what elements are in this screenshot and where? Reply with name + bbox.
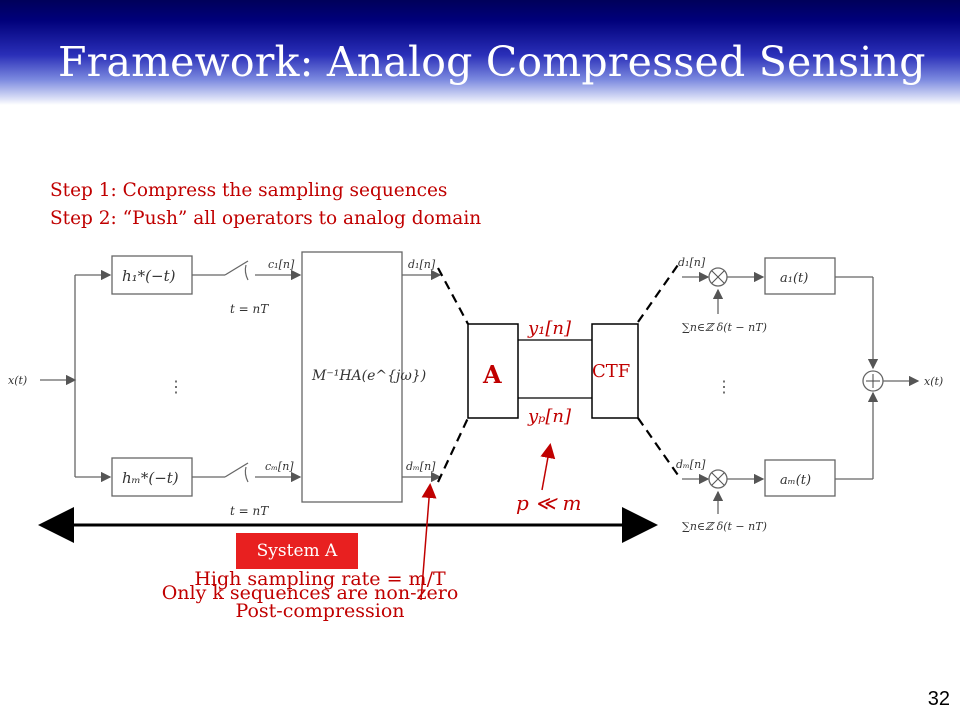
p-note-arrow xyxy=(540,443,556,491)
p-note: p ≪ m xyxy=(516,491,581,515)
page-number: 32 xyxy=(927,688,950,710)
block-a xyxy=(467,323,519,419)
block-a-label: A xyxy=(482,360,502,389)
matrix-box xyxy=(301,251,403,503)
filter-bottom-label: hₘ*(−t) xyxy=(122,469,179,487)
y-top-label: y₁[n] xyxy=(527,318,572,339)
only-k-text: Only k sequences are non-zero xyxy=(161,582,459,604)
a-bottom-label: aₘ(t) xyxy=(780,473,811,488)
filter-top-label: h₁*(−t) xyxy=(122,267,176,285)
block-ctf-label: CTF xyxy=(592,361,630,382)
step-1-text: Step 1: Compress the sampling sequences xyxy=(50,180,448,201)
sample-top-label: t = nT xyxy=(230,302,269,316)
c-top-label: c₁[n] xyxy=(268,258,295,271)
dots-right: ⋮ xyxy=(716,377,732,396)
left-system xyxy=(40,251,442,503)
right-d-bottom-label: dₘ[n] xyxy=(676,458,706,471)
dots-left: ⋮ xyxy=(168,377,184,396)
c-bottom-label: cₘ[n] xyxy=(265,460,294,473)
post-compression-text: Post-compression xyxy=(235,600,405,622)
impulse-top-label: ∑n∈ℤ δ(t − nT) xyxy=(682,321,767,334)
sample-bottom-label: t = nT xyxy=(230,504,269,518)
slide-title: Framework: Analog Compressed Sensing xyxy=(58,38,926,86)
system-a-badge: System A xyxy=(236,533,358,569)
high-rate-arrow xyxy=(420,483,437,601)
filter-top-box xyxy=(111,255,193,295)
y-bottom-label: yₚ[n] xyxy=(527,406,572,427)
step-2-text: Step 2: “Push” all operators to analog d… xyxy=(50,208,482,229)
block-ctf xyxy=(591,323,639,419)
input-label: x(t) xyxy=(8,374,27,387)
matrix-label: M⁻¹HA(e^{jω}) xyxy=(311,368,426,384)
a-top-box xyxy=(764,257,836,295)
high-rate-text: High sampling rate = m/T xyxy=(194,568,446,590)
a-bottom-box xyxy=(764,459,836,497)
a-top-label: a₁(t) xyxy=(780,271,808,286)
title-bar xyxy=(0,0,960,105)
output-label: x(t) xyxy=(924,375,943,388)
right-d-top-label: d₁[n] xyxy=(678,256,706,269)
impulse-bottom-label: ∑n∈ℤ δ(t − nT) xyxy=(682,520,767,533)
filter-bottom-box xyxy=(111,457,193,497)
d-bottom-label: dₘ[n] xyxy=(406,460,436,473)
d-top-label: d₁[n] xyxy=(408,258,436,271)
